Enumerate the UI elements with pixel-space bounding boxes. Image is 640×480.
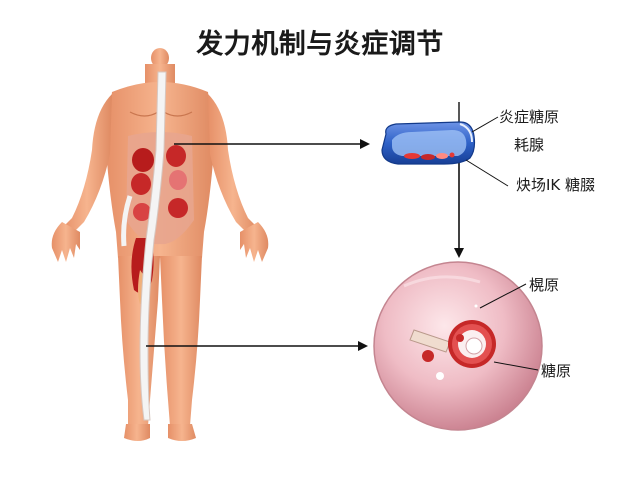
- label-cell-2: 糖原: [541, 362, 572, 380]
- human-body-illustration: [51, 48, 269, 441]
- label-top-3: 炔场IK 糖腏: [516, 176, 596, 194]
- label-cell-1: 榥原: [529, 276, 560, 294]
- diagram-title: 发力机制与炎症调节: [196, 29, 444, 60]
- capsule-cell-illustration: [381, 121, 476, 165]
- label-top-2: 耗腺: [514, 136, 545, 154]
- leader-lines: [465, 116, 539, 371]
- label-top-1: 炎症糖原: [499, 108, 560, 126]
- flow-arrows: [146, 102, 464, 351]
- round-cell-illustration: [373, 261, 543, 431]
